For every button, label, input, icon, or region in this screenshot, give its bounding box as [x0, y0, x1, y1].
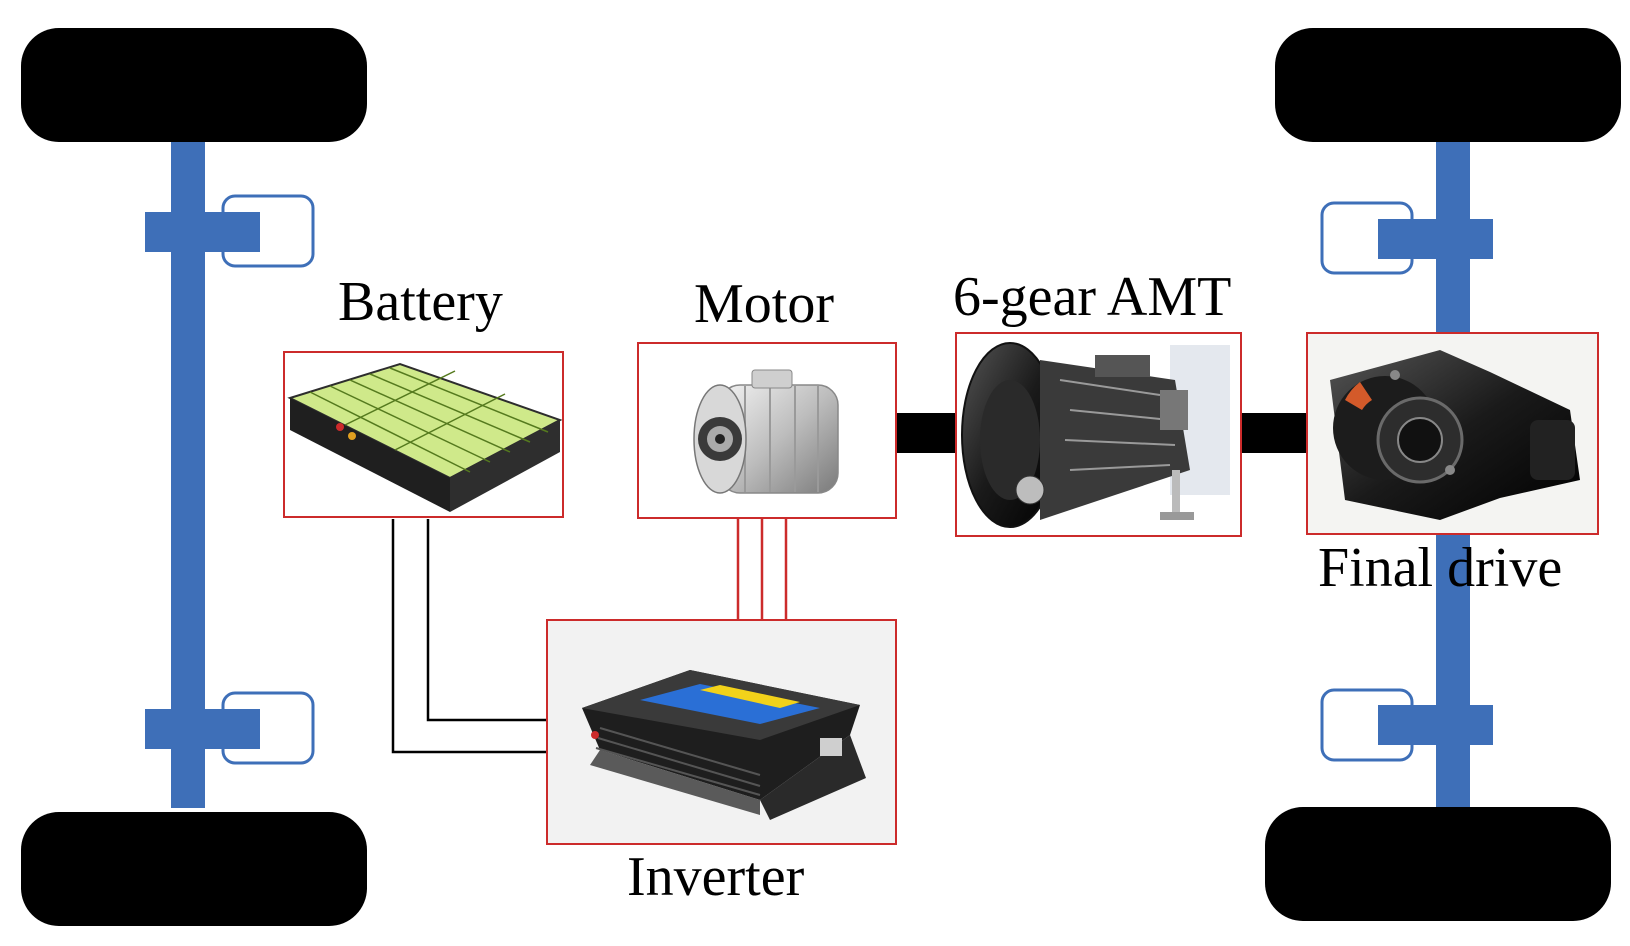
- motor-label: Motor: [694, 273, 834, 335]
- gearbox-icon: [961, 342, 1230, 528]
- rear-axle-assembly: [1265, 28, 1621, 921]
- battery-cable-outer: [391, 519, 547, 754]
- rear-right-brake-caliper: [1378, 705, 1493, 745]
- front-left-brake-caliper: [145, 212, 260, 252]
- front-axle-assembly: [21, 28, 367, 926]
- inverter-component: [546, 619, 897, 845]
- battery-cable-inner: [426, 519, 547, 722]
- amt-label: 6-gear AMT: [953, 266, 1231, 328]
- motor-to-amt-shaft: [897, 413, 957, 453]
- battery-pack-icon: [287, 362, 563, 512]
- electric-motor-icon: [693, 369, 839, 494]
- front-left-wheel: [21, 28, 367, 142]
- rear-left-brake-caliper: [1378, 219, 1493, 259]
- front-right-wheel: [21, 812, 367, 926]
- amt-to-final-drive-shaft: [1240, 413, 1308, 453]
- rear-right-wheel: [1265, 807, 1611, 921]
- battery-inverter-cables: [391, 519, 547, 754]
- differential-icon: [1330, 350, 1580, 520]
- motor-component: [637, 342, 897, 519]
- battery-component: [283, 351, 564, 518]
- power-inverter-icon: [582, 670, 866, 820]
- rear-left-wheel: [1275, 28, 1621, 142]
- amt-component: [955, 332, 1242, 537]
- front-right-brake-caliper: [145, 709, 260, 749]
- inverter-motor-cables: [736, 519, 788, 620]
- final-drive-label: Final drive: [1318, 537, 1562, 599]
- inverter-label: Inverter: [627, 846, 805, 908]
- final-drive-component: [1306, 332, 1599, 535]
- battery-label: Battery: [338, 271, 503, 333]
